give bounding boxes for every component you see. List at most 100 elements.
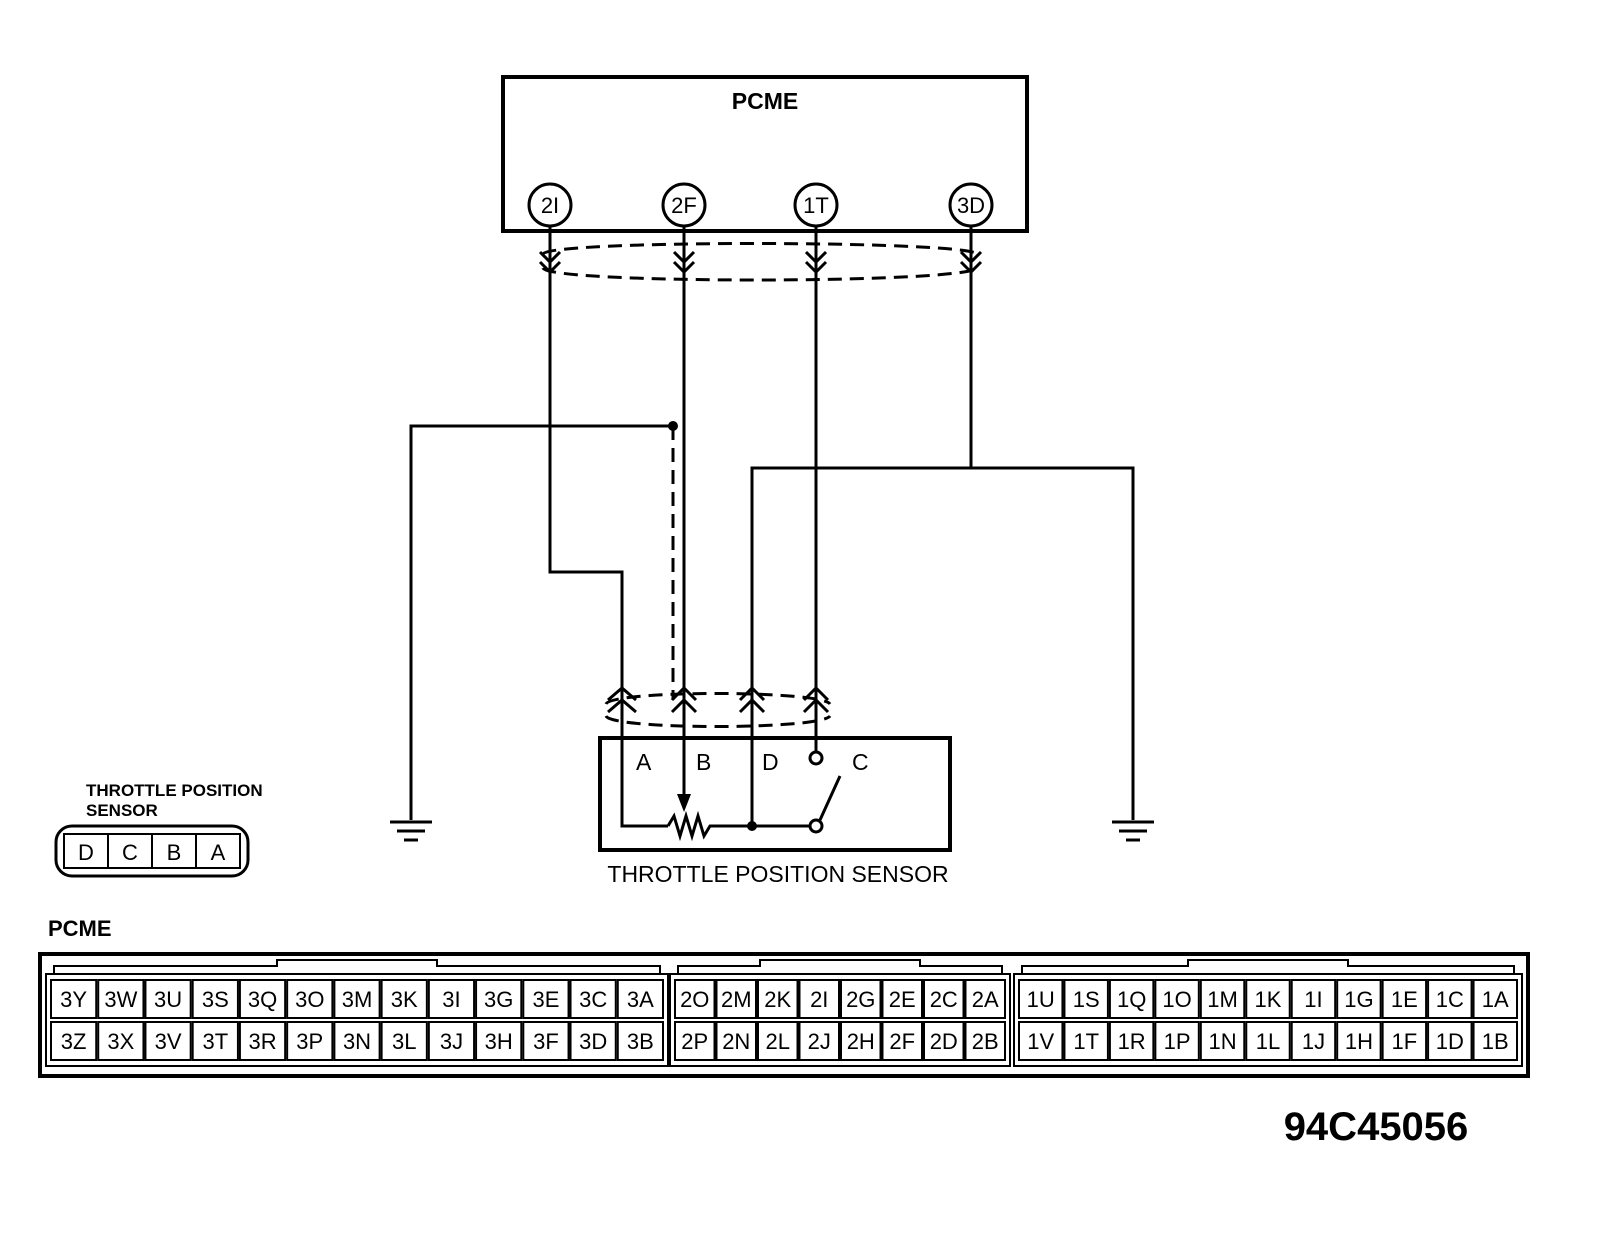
connector-pin-3p: 3P: [286, 1021, 334, 1061]
connector-pin-label: 1D: [1436, 1029, 1464, 1054]
connector-pin-3y: 3Y: [50, 979, 98, 1019]
connector-pin-label: 1G: [1344, 987, 1373, 1012]
connector-pin-2i: 2I: [798, 979, 840, 1019]
connector-pin-label: 2N: [722, 1029, 750, 1054]
ground-symbol-left: [390, 820, 432, 842]
connector-pin-3g: 3G: [475, 979, 523, 1019]
connector-pin-1p: 1P: [1154, 1021, 1200, 1061]
connector-pin-label: 1M: [1207, 987, 1238, 1012]
pcme-box-title: PCME: [732, 88, 798, 114]
connector-pin-1o: 1O: [1154, 979, 1200, 1019]
connector-latch: [53, 959, 661, 974]
connector-pin-2j: 2J: [798, 1021, 840, 1061]
connector-pin-label: 1C: [1436, 987, 1464, 1012]
connector-pin-label: 2J: [808, 1029, 831, 1054]
connector-pin-3e: 3E: [522, 979, 570, 1019]
connector-pin-label: 1N: [1208, 1029, 1236, 1054]
connector-pin-label: 3B: [627, 1029, 654, 1054]
upper-connector-symbol: [538, 242, 983, 282]
sensor-connector-pin-c: C: [122, 840, 138, 865]
connector-pin-1m: 1M: [1199, 979, 1246, 1019]
connector-group-frame: [45, 973, 669, 1067]
terminal-2f-label: 2F: [671, 193, 697, 218]
sensor-connector-title-line2: SENSOR: [86, 801, 158, 820]
sensor-pin-b-label: B: [696, 749, 711, 775]
connector-pin-label: 3F: [533, 1029, 559, 1054]
connector-pin-label: 3Y: [60, 987, 87, 1012]
connector-pin-1f: 1F: [1381, 1021, 1428, 1061]
sensor-pin-c-label: C: [852, 749, 869, 775]
sensor-box: [598, 736, 952, 852]
connector-pin-label: 3U: [154, 987, 182, 1012]
connector-pin-3x: 3X: [97, 1021, 145, 1061]
connector-pin-1s: 1S: [1063, 979, 1109, 1019]
sensor-connector-pin-b: B: [167, 840, 182, 865]
connector-pin-label: 2D: [930, 1029, 958, 1054]
pcme-connector-outline: [38, 952, 1530, 1078]
sensor-connector-pin-d: D: [78, 840, 94, 865]
connector-pin-label: 2O: [680, 987, 709, 1012]
connector-pin-1l: 1L: [1245, 1021, 1291, 1061]
connector-latch: [1021, 959, 1515, 974]
connector-pin-3w: 3W: [97, 979, 145, 1019]
connector-pin-label: 3W: [104, 987, 137, 1012]
connector-pin-label: 1J: [1302, 1029, 1325, 1054]
connector-pin-2b: 2B: [964, 1021, 1006, 1061]
connector-pin-label: 1S: [1073, 987, 1100, 1012]
connector-pin-3m: 3M: [333, 979, 381, 1019]
connector-pin-label: 2E: [889, 987, 916, 1012]
connector-pin-label: 3L: [392, 1029, 416, 1054]
sensor-connector-view: THROTTLE POSITION SENSOR D C B A: [54, 781, 263, 878]
connector-pin-label: 3H: [485, 1029, 513, 1054]
connector-pin-label: 1K: [1255, 987, 1282, 1012]
connector-pin-1r: 1R: [1108, 1021, 1155, 1061]
connector-pin-1j: 1J: [1290, 1021, 1337, 1061]
connector-pin-3k: 3K: [380, 979, 428, 1019]
connector-pin-3t: 3T: [191, 1021, 239, 1061]
connector-pin-1b: 1B: [1472, 1021, 1518, 1061]
connector-pin-2e: 2E: [881, 979, 923, 1019]
connector-pin-label: 1U: [1027, 987, 1055, 1012]
connector-pin-2c: 2C: [923, 979, 965, 1019]
connector-pin-3r: 3R: [238, 1021, 287, 1061]
connector-latch: [677, 959, 1003, 974]
connector-pin-1e: 1E: [1381, 979, 1428, 1019]
terminal-1t: 1T: [793, 182, 839, 228]
connector-pin-label: 2F: [889, 1029, 915, 1054]
sensor-pin-d-label: D: [762, 749, 779, 775]
connector-pin-label: 1Q: [1117, 987, 1146, 1012]
connector-pin-label: 1O: [1162, 987, 1191, 1012]
connector-pin-label: 3M: [342, 987, 373, 1012]
connector-pin-label: 2G: [846, 987, 875, 1012]
connector-pin-3s: 3S: [191, 979, 239, 1019]
connector-pin-1h: 1H: [1336, 1021, 1382, 1061]
connector-pin-label: 2B: [972, 1029, 999, 1054]
connector-pin-1v: 1V: [1018, 1021, 1064, 1061]
terminal-3d: 3D: [948, 182, 994, 228]
connector-pin-label: 3N: [343, 1029, 371, 1054]
connector-pin-2h: 2H: [840, 1021, 882, 1061]
connector-pin-label: 2H: [847, 1029, 875, 1054]
connector-pin-1d: 1D: [1427, 1021, 1473, 1061]
connector-pin-2p: 2P: [674, 1021, 716, 1061]
connector-pin-label: 1B: [1482, 1029, 1509, 1054]
connector-pin-label: 2L: [766, 1029, 790, 1054]
connector-pin-label: 2I: [810, 987, 828, 1012]
connector-pin-label: 3E: [532, 987, 559, 1012]
connector-pin-label: 3Z: [61, 1029, 87, 1054]
connector-group-frame: [669, 973, 1011, 1067]
connector-pin-3l: 3L: [380, 1021, 428, 1061]
sensor-box-title: THROTTLE POSITION SENSOR: [607, 861, 948, 887]
connector-pin-label: 2K: [764, 987, 791, 1012]
connector-pin-label: 1H: [1345, 1029, 1373, 1054]
connector-pin-label: 3C: [579, 987, 607, 1012]
lower-connector-symbol: [604, 685, 832, 728]
connector-pin-3a: 3A: [616, 979, 664, 1019]
terminal-2i-label: 2I: [541, 193, 559, 218]
connector-pin-3q: 3Q: [238, 979, 287, 1019]
connector-pin-label: 2P: [681, 1029, 708, 1054]
connector-pin-label: 2A: [972, 987, 999, 1012]
connector-pin-1g: 1G: [1336, 979, 1382, 1019]
figure-id: 94C45056: [1284, 1105, 1469, 1149]
connector-pin-label: 1A: [1482, 987, 1509, 1012]
